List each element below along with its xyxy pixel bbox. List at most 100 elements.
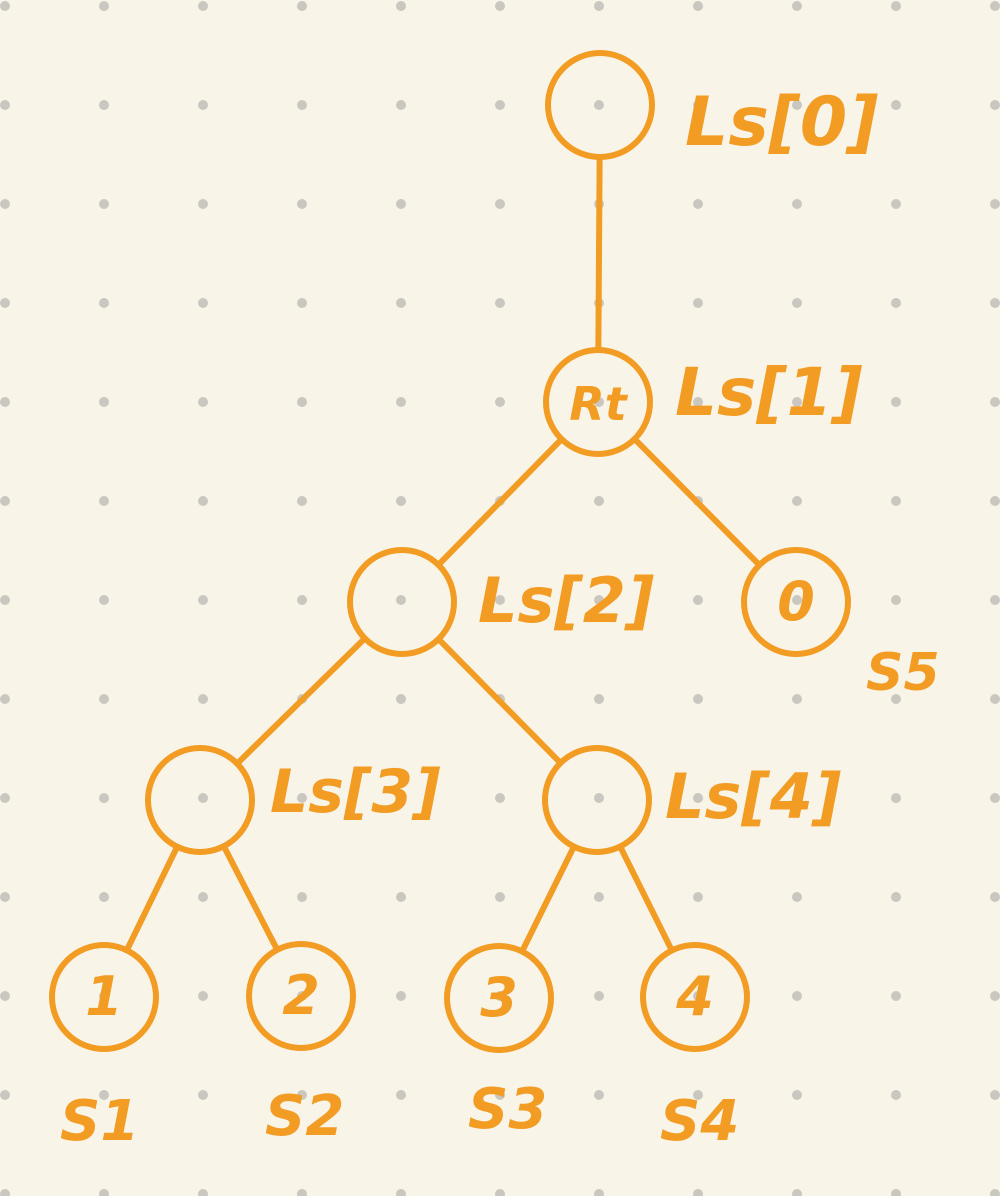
grid-dot xyxy=(0,595,10,605)
grid-dot xyxy=(396,1189,406,1196)
node-ls4 xyxy=(542,745,652,855)
grid-dot xyxy=(396,496,406,506)
grid-dot xyxy=(198,1,208,11)
edge-ls0-ls1 xyxy=(595,153,603,354)
grid-dot xyxy=(990,496,1000,506)
node-ls3 xyxy=(145,745,255,855)
grid-dot xyxy=(99,100,109,110)
grid-dot xyxy=(891,100,901,110)
grid-dot xyxy=(693,397,703,407)
grid-dot xyxy=(99,199,109,209)
grid-dot xyxy=(792,397,802,407)
grid-dot xyxy=(495,1090,505,1100)
grid-dot xyxy=(990,100,1000,110)
grid-dot xyxy=(495,298,505,308)
grid-dot xyxy=(990,1090,1000,1100)
grid-dot xyxy=(0,298,10,308)
grid-dot xyxy=(792,694,802,704)
grid-dot xyxy=(792,199,802,209)
node-circle-ls2 xyxy=(347,547,457,657)
node-circle-s3 xyxy=(444,943,554,1053)
grid-dot xyxy=(891,496,901,506)
grid-dot xyxy=(0,496,10,506)
grid-dot xyxy=(198,793,208,803)
grid-dot xyxy=(891,298,901,308)
node-label-ls1: Ls[1] xyxy=(675,354,863,431)
node-label-ls4: Ls[4] xyxy=(665,760,841,833)
node-ls0 xyxy=(545,50,655,160)
grid-dot xyxy=(792,991,802,1001)
grid-dot xyxy=(693,1090,703,1100)
grid-dot xyxy=(297,595,307,605)
node-s1: 1 xyxy=(49,942,159,1052)
grid-dot xyxy=(594,991,604,1001)
grid-dot xyxy=(297,1090,307,1100)
node-circle-ls3 xyxy=(145,745,255,855)
grid-dot xyxy=(198,496,208,506)
grid-dot xyxy=(693,199,703,209)
grid-dot xyxy=(99,1,109,11)
grid-dot xyxy=(99,1090,109,1100)
grid-dot xyxy=(297,298,307,308)
grid-dot xyxy=(297,199,307,209)
grid-dot xyxy=(198,100,208,110)
grid-dot xyxy=(0,991,10,1001)
node-ls2 xyxy=(347,547,457,657)
grid-dot xyxy=(495,892,505,902)
node-label-ls0: Ls[0] xyxy=(685,83,878,162)
grid-dot xyxy=(99,892,109,902)
grid-dot xyxy=(198,991,208,1001)
grid-dot xyxy=(693,1,703,11)
grid-dot xyxy=(594,397,604,407)
node-circle-s1 xyxy=(49,942,159,1052)
grid-dot xyxy=(891,595,901,605)
grid-dot xyxy=(792,1090,802,1100)
node-ls1: Rt xyxy=(543,347,653,457)
grid-dot xyxy=(396,595,406,605)
node-circle-ls0 xyxy=(545,50,655,160)
node-circle-ls4 xyxy=(542,745,652,855)
grid-dot xyxy=(99,397,109,407)
grid-dot xyxy=(396,793,406,803)
grid-dot xyxy=(990,595,1000,605)
edge-ls2-ls4 xyxy=(435,636,564,766)
tree-edges xyxy=(123,153,763,955)
grid-dot xyxy=(792,298,802,308)
edge-ls2-ls3 xyxy=(234,635,368,767)
grid-dot xyxy=(693,1189,703,1196)
grid-dot xyxy=(792,1189,802,1196)
node-label-s5: S5 xyxy=(866,643,940,703)
grid-dot xyxy=(891,1090,901,1100)
grid-dot xyxy=(594,793,604,803)
node-text-s4: 4 xyxy=(675,965,714,1028)
grid-dot xyxy=(297,991,307,1001)
grid-dot xyxy=(891,694,901,704)
grid-dot xyxy=(792,595,802,605)
grid-dot xyxy=(0,397,10,407)
grid-dot xyxy=(198,1090,208,1100)
grid-dot xyxy=(792,100,802,110)
grid-dot xyxy=(0,694,10,704)
grid-dot xyxy=(891,1189,901,1196)
grid-dot xyxy=(99,1189,109,1196)
grid-dot xyxy=(198,694,208,704)
grid-dot xyxy=(396,100,406,110)
grid-dot xyxy=(99,496,109,506)
edge-ls1-ls2 xyxy=(435,436,565,568)
grid-dot xyxy=(594,1090,604,1100)
grid-dot xyxy=(297,1,307,11)
grid-dot xyxy=(594,496,604,506)
grid-dot xyxy=(0,1090,10,1100)
grid-dot xyxy=(594,892,604,902)
grid-dot xyxy=(792,496,802,506)
grid-dot xyxy=(0,1189,10,1196)
grid-dot xyxy=(198,199,208,209)
grid-dot xyxy=(495,793,505,803)
node-label-ls3: Ls[3] xyxy=(270,757,441,827)
node-text-s3: 3 xyxy=(480,966,518,1029)
node-circle-s2 xyxy=(246,941,356,1051)
grid-dot xyxy=(891,793,901,803)
grid-dot xyxy=(594,1,604,11)
